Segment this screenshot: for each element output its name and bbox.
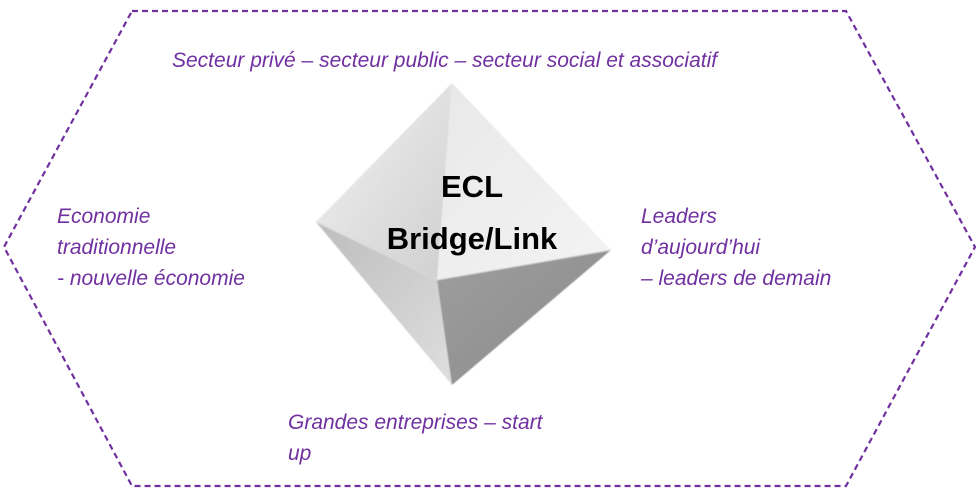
label-left-line: - nouvelle économie (57, 267, 245, 290)
label-right-line: – leaders de demain (641, 267, 832, 290)
octahedron-face-upper-right (437, 83, 611, 280)
label-right-line: d’aujourd’hui (641, 236, 761, 259)
label-bottom-line: up (288, 442, 312, 465)
label-bottom-companies: Grandes entreprises – start up (288, 407, 542, 469)
octahedron-edge-highlight (315, 221, 612, 281)
label-left-economy: Economie traditionnelle - nouvelle écono… (57, 201, 245, 294)
octahedron-shape (315, 83, 612, 385)
label-top-line: Secteur privé – secteur public – secteur… (172, 49, 718, 72)
label-left-line: traditionnelle (57, 236, 177, 259)
label-left-line: Economie (57, 205, 151, 228)
hexagon-frame (2, 9, 977, 488)
center-title: ECL (441, 169, 503, 204)
label-bottom-line: Grandes entreprises – start (288, 411, 543, 434)
label-top-sectors: Secteur privé – secteur public – secteur… (172, 45, 717, 76)
octahedron-face-upper-left (316, 83, 452, 280)
octahedron-face-lower-right (437, 250, 611, 385)
octahedron-face-lower-left (316, 222, 452, 385)
label-right-leaders: Leaders d’aujourd’hui – leaders de demai… (641, 201, 831, 294)
center-subtitle: Bridge/Link (386, 221, 558, 256)
label-right-line: Leaders (641, 205, 717, 228)
